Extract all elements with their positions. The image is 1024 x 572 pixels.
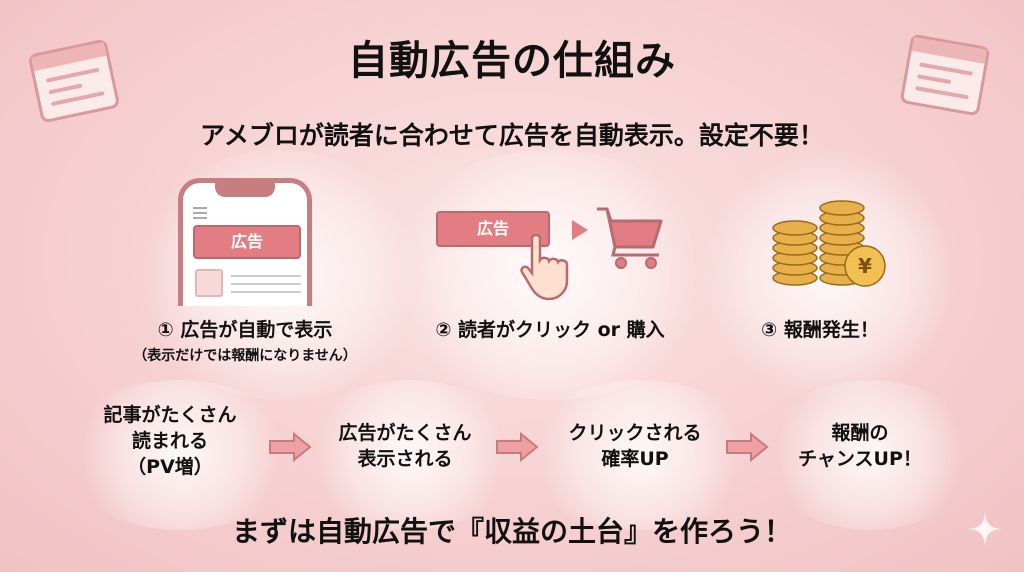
flow-text: 表示される <box>357 448 453 470</box>
flow-item-2: 広告がたくさん 表示される <box>315 420 495 472</box>
flow-text: 確率UP <box>601 448 669 470</box>
step-3-caption: ③ 報酬発生！ <box>761 319 879 341</box>
flow-text: チャンスUP！ <box>798 448 922 470</box>
subtitle: アメブロが読者に合わせて広告を自動表示。設定不要！ <box>200 121 824 150</box>
yen-symbol: ¥ <box>858 254 872 278</box>
ad-button: 広告 <box>436 211 550 247</box>
cart-icon <box>595 205 665 274</box>
page-title: 自動広告の仕組み <box>348 38 676 84</box>
step-1-note: （表示だけでは報酬になりません） <box>133 348 357 364</box>
flow-text: クリックされる <box>568 422 702 444</box>
flow-item-4: 報酬の チャンスUP！ <box>770 420 950 472</box>
right-arrow-icon <box>269 432 312 462</box>
right-arrow-icon <box>496 432 539 462</box>
sparkle-icon <box>968 512 1002 546</box>
ad-banner: 広告 <box>193 225 301 259</box>
flow-text: （PV増） <box>127 456 213 478</box>
flow-item-3: クリックされる 確率UP <box>545 420 725 472</box>
right-arrow-icon <box>726 432 769 462</box>
pointing-hand-icon <box>520 232 575 302</box>
step-2-caption: ② 読者がクリック or 購入 <box>435 319 665 341</box>
coins-icon: ¥ <box>770 198 890 288</box>
smartphone-icon: 広告 <box>178 178 312 306</box>
flow-item-1: 記事がたくさん 読まれる （PV増） <box>80 402 260 480</box>
flow-text: 報酬の <box>831 422 889 444</box>
step-1-caption: ① 広告が自動で表示 <box>157 319 333 341</box>
flow-text: 広告がたくさん <box>338 422 472 444</box>
bottom-message: まずは自動広告で『収益の土台』を作ろう！ <box>231 515 792 548</box>
flow-text: 記事がたくさん <box>103 404 237 426</box>
play-arrow-icon <box>572 220 588 240</box>
flow-text: 読まれる <box>131 430 208 452</box>
